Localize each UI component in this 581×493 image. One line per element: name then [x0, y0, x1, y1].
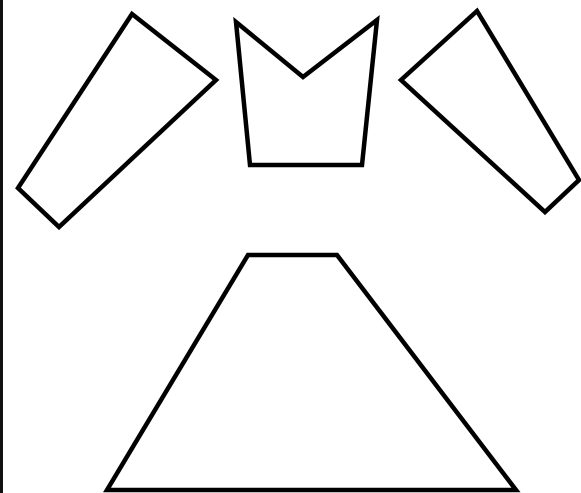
left-sleeve-shape: [18, 14, 216, 227]
bodice-shape: [236, 20, 377, 165]
skirt-shape: [107, 255, 516, 490]
right-sleeve-shape: [401, 11, 579, 212]
